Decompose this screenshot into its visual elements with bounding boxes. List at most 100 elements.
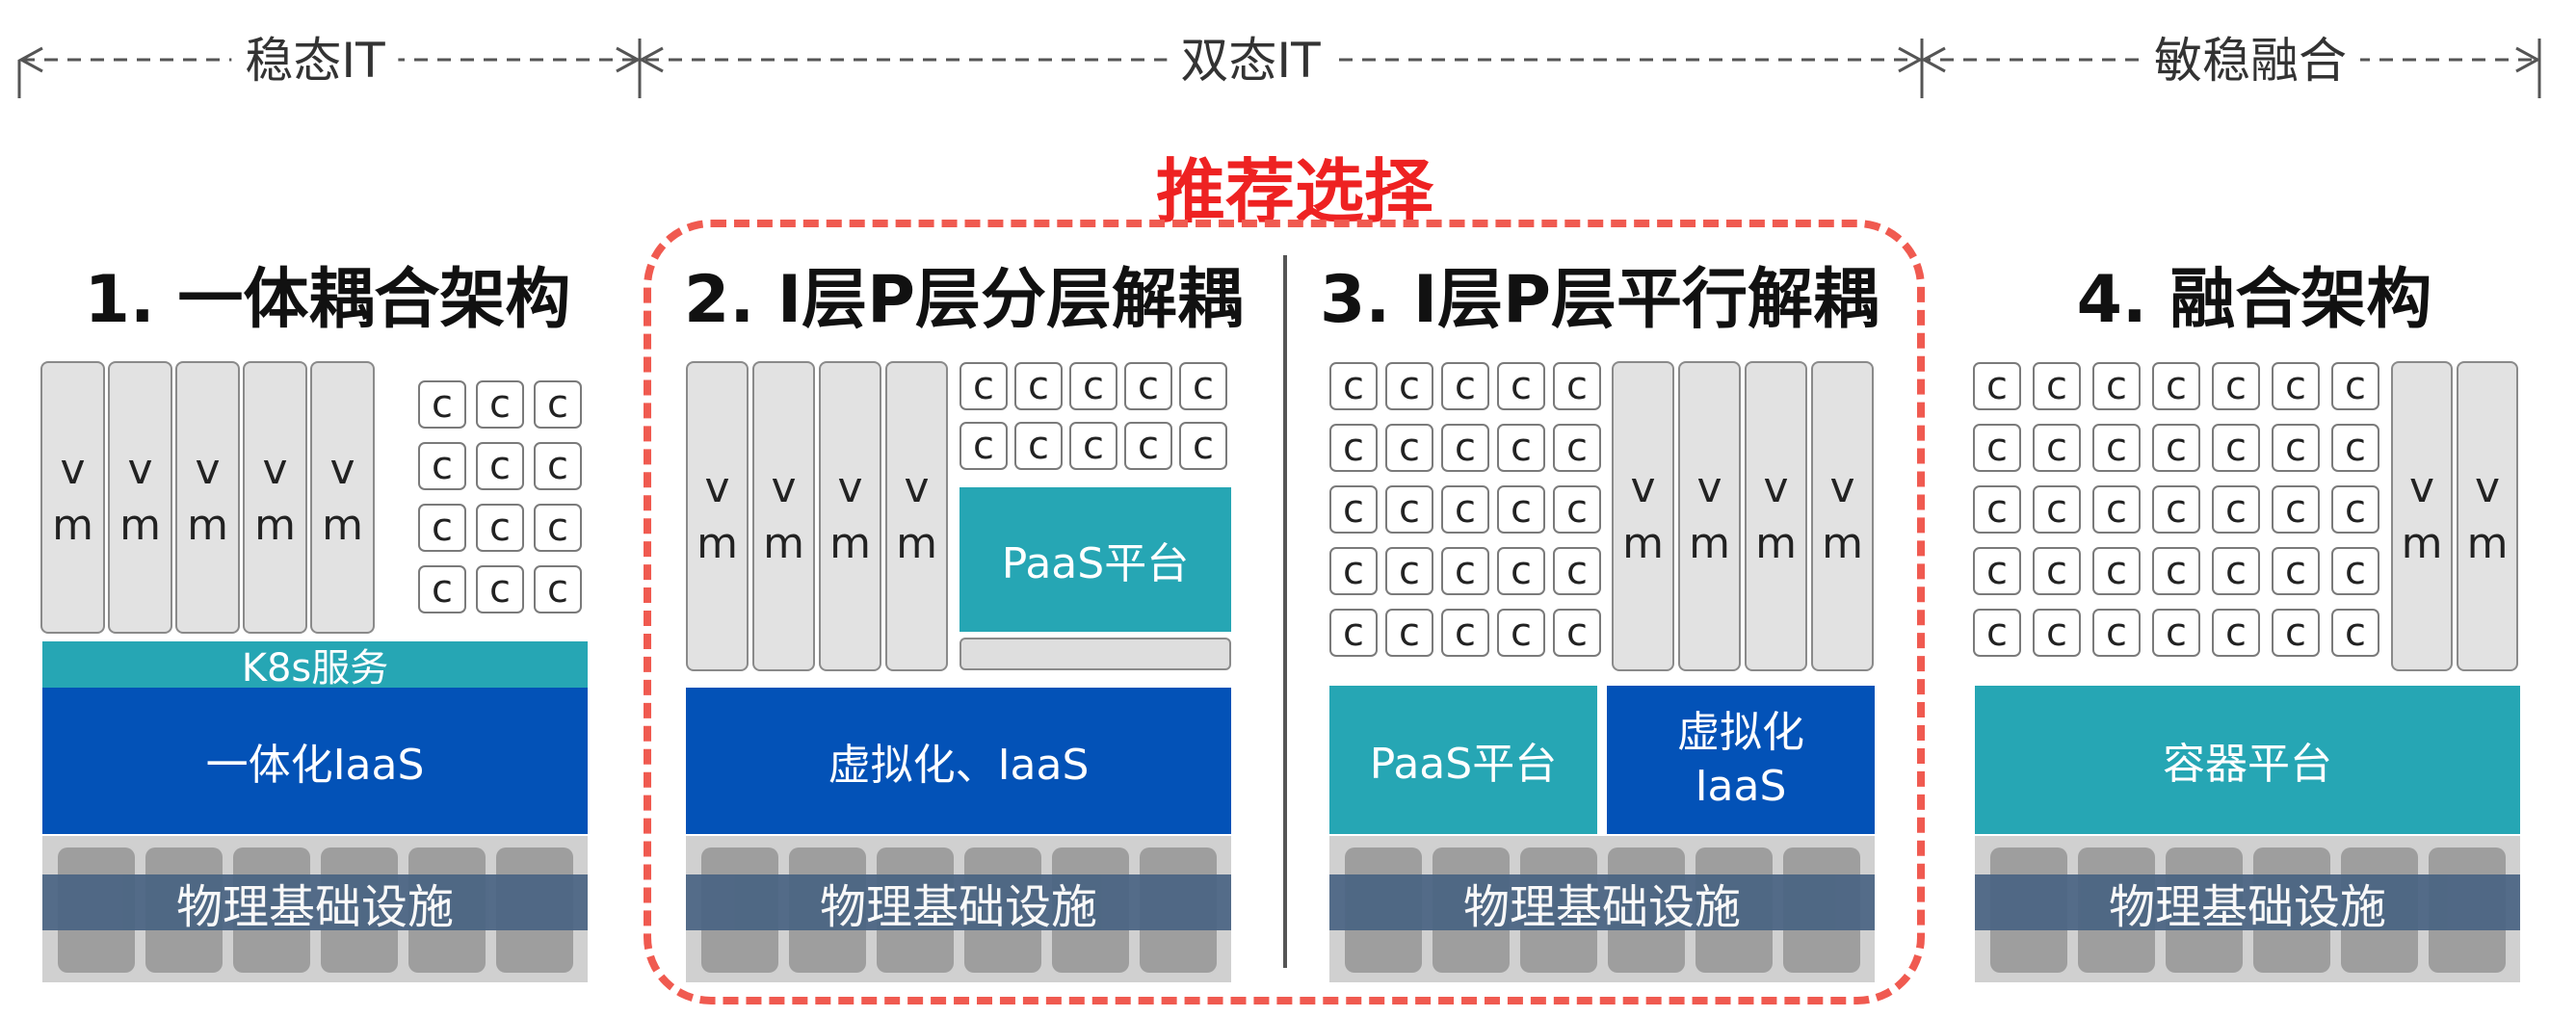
container-box: c [1385,424,1433,472]
container-box: c [1385,547,1433,595]
vm-box: v m [175,361,240,634]
container-box: c [1385,485,1433,534]
physical-infrastructure: 物理基础设施 [1329,836,1875,982]
virtualization-iaas-band: 虚拟化、IaaS [686,688,1231,834]
container-box: c [476,565,524,613]
timeline-label-bimodal: 双态IT [1167,27,1334,94]
container-box: c [1385,609,1433,657]
container-box: c [1973,609,2021,657]
timeline-label-steady: 稳态IT [231,27,399,94]
paas-platform-box: PaaS平台 [1329,686,1597,834]
vm-box: v m [2391,361,2453,671]
container-box: c [2092,609,2141,657]
container-box: c [2152,485,2200,534]
container-box: c [418,442,466,490]
physical-infrastructure-label: 物理基础设施 [686,874,1231,934]
physical-infrastructure-label: 物理基础设施 [42,874,588,934]
container-box: c [959,422,1008,470]
container-box: c [2033,547,2081,595]
container-box: c [2331,547,2379,595]
container-box: c [1124,422,1172,470]
container-box: c [1329,424,1378,472]
container-box: c [2152,362,2200,410]
timeline-label-fusion: 敏稳融合 [2141,27,2360,94]
panel4-title: 4. 融合架构 [2076,262,2432,338]
container-box: c [534,565,582,613]
container-box: c [2092,485,2141,534]
container-box: c [1441,362,1489,410]
container-box: c [2272,485,2320,534]
container-box: c [2033,485,2081,534]
container-box: c [476,442,524,490]
container-box: c [1124,362,1172,410]
physical-infrastructure-label: 物理基础设施 [1975,874,2520,934]
container-box: c [1973,424,2021,472]
container-box: c [476,380,524,429]
container-box: c [2212,547,2260,595]
integrated-iaas-band: 一体化IaaS [42,688,588,834]
vm-box: v m [243,361,307,634]
container-box: c [1441,485,1489,534]
container-box: c [1973,362,2021,410]
container-box: c [1497,362,1545,410]
container-box: c [2212,424,2260,472]
container-box: c [1973,547,2021,595]
container-box: c [2212,362,2260,410]
container-box: c [534,380,582,429]
container-box: c [2033,424,2081,472]
vm-box: v m [1612,361,1674,671]
vm-box: v m [1678,361,1741,671]
container-box: c [2331,609,2379,657]
container-box: c [1179,422,1227,470]
container-box: c [2331,362,2379,410]
container-box: c [2272,424,2320,472]
container-box: c [1329,362,1378,410]
container-box: c [1329,547,1378,595]
container-box: c [1553,609,1601,657]
container-box: c [1385,362,1433,410]
container-box: c [2272,609,2320,657]
container-box: c [418,504,466,552]
vm-box: v m [686,361,749,671]
vm-box: v m [108,361,172,634]
container-box: c [2033,609,2081,657]
paas-platform-box: PaaS平台 [959,487,1231,632]
container-box: c [2092,424,2141,472]
container-box: c [2152,424,2200,472]
container-box: c [2212,485,2260,534]
container-box: c [1014,422,1063,470]
container-box: c [476,504,524,552]
vm-box: v m [885,361,948,671]
container-box: c [2331,485,2379,534]
container-box: c [2272,362,2320,410]
vm-box: v m [40,361,105,634]
container-box: c [534,504,582,552]
vm-box: v m [1745,361,1807,671]
container-box: c [1553,362,1601,410]
container-box: c [1497,547,1545,595]
vm-box: v m [1811,361,1874,671]
container-box: c [2272,547,2320,595]
container-box: c [2152,547,2200,595]
container-platform-band: 容器平台 [1975,686,2520,834]
panel3-title: 3. I层P层平行解耦 [1320,262,1879,338]
container-box: c [534,442,582,490]
container-box: c [2092,547,2141,595]
container-box: c [1179,362,1227,410]
container-box: c [1553,424,1601,472]
container-box: c [2331,424,2379,472]
physical-infrastructure-label: 物理基础设施 [1329,874,1875,934]
container-box: c [959,362,1008,410]
container-box: c [1329,485,1378,534]
container-box: c [1973,485,2021,534]
k8s-service-band: K8s服务 [42,641,588,691]
container-box: c [2212,609,2260,657]
container-box: c [1069,362,1117,410]
physical-infrastructure: 物理基础设施 [42,836,588,982]
physical-infrastructure: 物理基础设施 [1975,836,2520,982]
container-box: c [1497,609,1545,657]
physical-infrastructure: 物理基础设施 [686,836,1231,982]
panel2-title: 2. I层P层分层解耦 [684,262,1243,338]
vm-box: v m [819,361,881,671]
container-box: c [1497,424,1545,472]
